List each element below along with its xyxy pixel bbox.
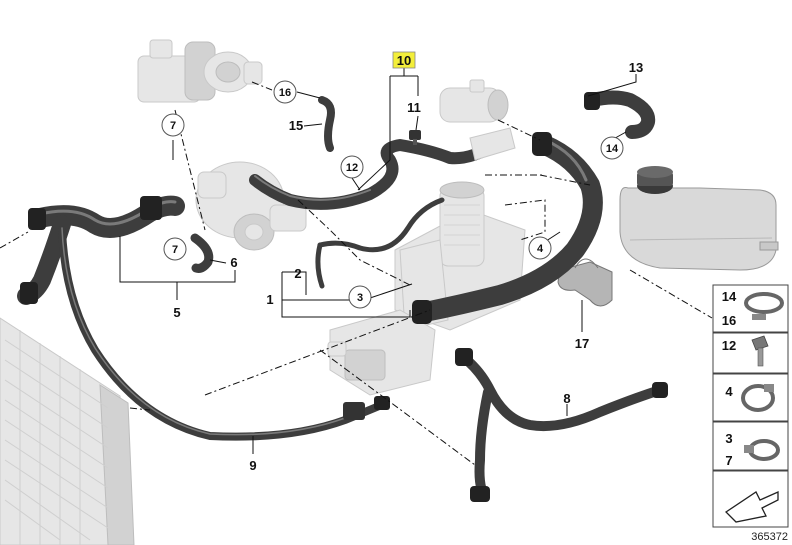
hose-13: [584, 90, 656, 139]
hose-clamp-icon: [744, 292, 784, 320]
label-11: 11: [407, 100, 421, 115]
legend-row-screw-12: 12: [712, 332, 789, 374]
hose-9: [58, 226, 390, 441]
hose-15: [318, 96, 335, 152]
label-10: 10: [392, 51, 416, 69]
screw-icon: [751, 335, 769, 367]
svg-text:3: 3: [357, 292, 363, 304]
callout-3: 3: [348, 285, 372, 309]
small-clamp-icon: [744, 439, 780, 461]
svg-text:7: 7: [172, 244, 178, 256]
thermostat-housing: [137, 39, 263, 103]
label-1: 1: [266, 292, 273, 307]
svg-text:4: 4: [725, 384, 733, 399]
hose-4: [412, 132, 603, 324]
svg-text:12: 12: [346, 162, 358, 174]
legend-panel: 14 16 12 4 3: [712, 284, 789, 528]
screw-11: [409, 130, 421, 145]
legend-row-clamp-14-16: 14 16: [712, 284, 789, 333]
legend-row-clip-4: 4: [712, 373, 789, 422]
label-13: 13: [629, 60, 643, 75]
label-5: 5: [173, 305, 180, 320]
heat-exchanger: [327, 309, 436, 396]
callout-7-top: 7: [161, 113, 185, 137]
callout-4: 4: [528, 236, 552, 260]
direction-arrow-icon: [724, 490, 779, 523]
svg-text:12: 12: [722, 338, 736, 353]
hose-6: [190, 233, 214, 273]
label-15: 15: [289, 118, 303, 133]
callout-14: 14: [600, 136, 624, 160]
hose-2: [315, 197, 445, 289]
callout-16: 16: [273, 80, 297, 104]
svg-text:7: 7: [170, 120, 176, 132]
label-6: 6: [230, 255, 237, 270]
reference-number: 365372: [751, 531, 788, 543]
label-2: 2: [294, 266, 301, 281]
label-8: 8: [563, 391, 570, 406]
hose-8: [455, 348, 668, 502]
hose-5: [17, 195, 185, 305]
svg-text:7: 7: [725, 453, 732, 468]
callout-7-lower: 7: [163, 237, 187, 261]
svg-text:10: 10: [397, 53, 411, 68]
svg-text:14: 14: [722, 289, 737, 304]
label-17: 17: [575, 336, 589, 351]
callout-12: 12: [340, 155, 364, 179]
radiator: [0, 317, 135, 545]
label-9: 9: [249, 458, 256, 473]
expansion-tank: [619, 166, 779, 271]
legend-row-clamp-3-7: 3 7: [712, 421, 789, 471]
bracket-17: [557, 258, 613, 307]
svg-text:16: 16: [722, 313, 736, 328]
pipe-adapter: [439, 79, 509, 123]
svg-text:4: 4: [537, 243, 544, 255]
legend-row-arrow: [712, 470, 789, 528]
spring-clip-icon: [741, 384, 775, 412]
svg-text:3: 3: [725, 431, 732, 446]
svg-text:14: 14: [606, 143, 619, 155]
svg-text:16: 16: [279, 87, 291, 99]
